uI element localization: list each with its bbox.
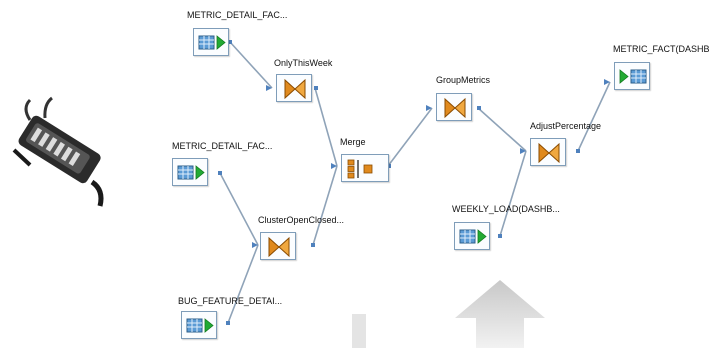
table-source-icon bbox=[186, 318, 214, 333]
node-label-merge: Merge bbox=[340, 137, 366, 147]
node-group-metrics[interactable] bbox=[436, 93, 472, 121]
link-weekly-adjust bbox=[499, 150, 527, 237]
hourglass-filter-icon bbox=[538, 142, 560, 164]
hourglass-filter-icon bbox=[284, 78, 306, 100]
merge-icon bbox=[347, 159, 373, 179]
node-metric-fact[interactable] bbox=[614, 62, 650, 90]
node-label-metric-detail-1: METRIC_DETAIL_FAC... bbox=[187, 10, 288, 20]
table-source-icon bbox=[198, 35, 226, 50]
up-arrow-icon bbox=[455, 280, 545, 348]
table-target-icon bbox=[619, 69, 647, 84]
link-adjust-target bbox=[577, 81, 611, 152]
node-metric-detail-1[interactable] bbox=[193, 28, 229, 56]
node-only-this-week[interactable] bbox=[276, 74, 312, 102]
plug-connector-icon bbox=[12, 96, 104, 207]
node-weekly-load[interactable] bbox=[454, 222, 490, 250]
link-source1-filter bbox=[229, 41, 273, 89]
link-filter-merge bbox=[314, 87, 338, 167]
node-label-bug-feature: BUG_FEATURE_DETAI... bbox=[178, 296, 283, 306]
hourglass-filter-icon bbox=[444, 97, 466, 119]
node-label-metric-fact: METRIC_FACT(DASHB bbox=[613, 44, 710, 54]
link-source3-cluster bbox=[227, 244, 259, 324]
connection-ports bbox=[218, 40, 610, 325]
node-cluster-open-closed[interactable] bbox=[260, 232, 296, 260]
node-label-cluster-open-closed: ClusterOpenClosed... bbox=[258, 215, 345, 225]
node-label-only-this-week: OnlyThisWeek bbox=[274, 58, 333, 68]
node-bug-feature[interactable] bbox=[181, 311, 217, 339]
node-label-adjust-percentage: AdjustPercentage bbox=[530, 121, 602, 131]
connection-links bbox=[219, 41, 611, 324]
table-source-icon bbox=[177, 165, 205, 180]
link-source2-cluster bbox=[219, 172, 259, 246]
node-label-weekly-load: WEEKLY_LOAD(DASHB... bbox=[452, 204, 560, 214]
node-metric-detail-2[interactable] bbox=[172, 158, 208, 186]
link-merge-group bbox=[387, 107, 433, 167]
link-group-adjust bbox=[477, 107, 527, 152]
node-merge[interactable] bbox=[341, 154, 389, 182]
hourglass-filter-icon bbox=[268, 236, 290, 258]
node-label-group-metrics: GroupMetrics bbox=[436, 75, 491, 85]
link-cluster-merge bbox=[312, 165, 338, 246]
table-source-icon bbox=[459, 229, 487, 244]
node-label-metric-detail-2: METRIC_DETAIL_FAC... bbox=[172, 141, 273, 151]
node-adjust-percentage[interactable] bbox=[530, 138, 566, 166]
background-stub-shape bbox=[352, 314, 366, 348]
